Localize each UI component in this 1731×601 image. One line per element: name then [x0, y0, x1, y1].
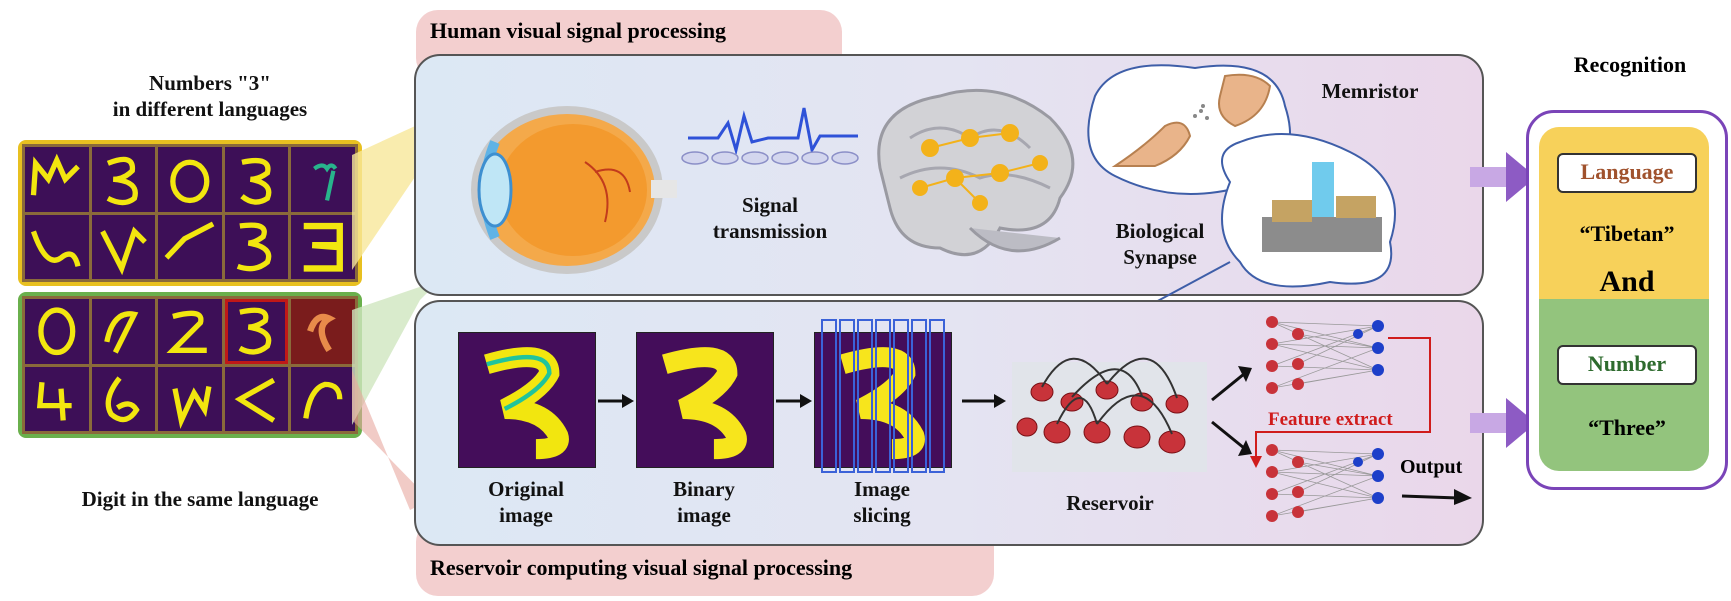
digit-tile: [158, 214, 222, 279]
digit-tile: [291, 366, 355, 431]
language-tag: Language: [1557, 153, 1697, 193]
digit-tile: [25, 147, 89, 212]
neural-network-top: [1266, 316, 1384, 394]
same-language-grid: [22, 296, 358, 434]
same-language-grid-frame: [18, 292, 362, 438]
original-image: [458, 332, 596, 468]
biological-synapse-label: Biological Synapse: [1115, 219, 1205, 270]
recognition-number-section: [1539, 299, 1709, 471]
digit-tile: [291, 214, 355, 279]
recognition-box: Language “Tibetan” And Number “Three”: [1526, 110, 1728, 490]
digit-tile: [291, 147, 355, 212]
digit-tile: [224, 147, 289, 212]
number-tag: Number: [1557, 345, 1697, 385]
language-value: “Tibetan”: [1579, 221, 1675, 246]
digit-tile-highlighted: [291, 299, 355, 364]
memristor-label: Memristor: [1321, 79, 1419, 103]
digit-tile: [25, 214, 89, 279]
digit-tile: [158, 366, 222, 431]
eye-illustration: [471, 106, 677, 274]
digit-tile: [91, 147, 156, 212]
languages-grid: [22, 144, 358, 282]
arrow-icon: [962, 394, 1006, 408]
arrow-icon: [776, 394, 812, 408]
image-slicing-label: Image slicing: [853, 477, 911, 528]
reservoir-illustration: [1012, 357, 1207, 472]
languages-grid-frame: [18, 140, 362, 286]
reservoir-band-label: Reservoir computing visual signal proces…: [430, 555, 853, 580]
arrow-to-recognition-bottom: [1470, 398, 1536, 448]
arrow-icon: [598, 394, 634, 408]
feature-extract-arrow: [1250, 337, 1431, 468]
digit-tile: [25, 366, 89, 431]
memristor-bubble: [1099, 133, 1396, 333]
output-label: Output: [1400, 456, 1463, 478]
and-label: And: [1599, 265, 1655, 298]
digit-tile: [158, 299, 222, 364]
same-language-title: Digit in the same language: [81, 487, 319, 511]
binary-image: [636, 332, 774, 468]
digit-tile: [91, 299, 156, 364]
digit-tile: [91, 366, 156, 431]
signal-wave-icon: [688, 107, 858, 156]
axon-chain-icon: [681, 151, 859, 165]
languages-title: Numbers "3" in different languages: [112, 71, 308, 122]
feature-extract-label: Feature extract: [1268, 409, 1393, 430]
digit-tile: [25, 299, 89, 364]
arrow-to-recognition-top: [1470, 152, 1536, 202]
brain-illustration: [877, 88, 1075, 257]
digit-tile-highlighted: [224, 299, 289, 364]
signal-transmission-label: Signal transmission: [712, 193, 828, 244]
digit-tile: [224, 366, 289, 431]
number-value: “Three”: [1588, 415, 1666, 440]
original-image-label: Original image: [488, 477, 564, 528]
recognition-title: Recognition: [1573, 52, 1687, 77]
digit-tile: [91, 214, 156, 279]
reservoir-branch-arrows: [1211, 366, 1252, 456]
slice-columns: [821, 319, 945, 473]
binary-image-label: Binary image: [673, 477, 735, 528]
reservoir-label: Reservoir: [1066, 491, 1154, 515]
human-band-label: Human visual signal processing: [430, 18, 727, 43]
digit-tile: [224, 214, 289, 279]
neural-network-bottom: [1266, 444, 1384, 522]
digit-tile: [158, 147, 222, 212]
output-arrow: [1401, 489, 1472, 505]
